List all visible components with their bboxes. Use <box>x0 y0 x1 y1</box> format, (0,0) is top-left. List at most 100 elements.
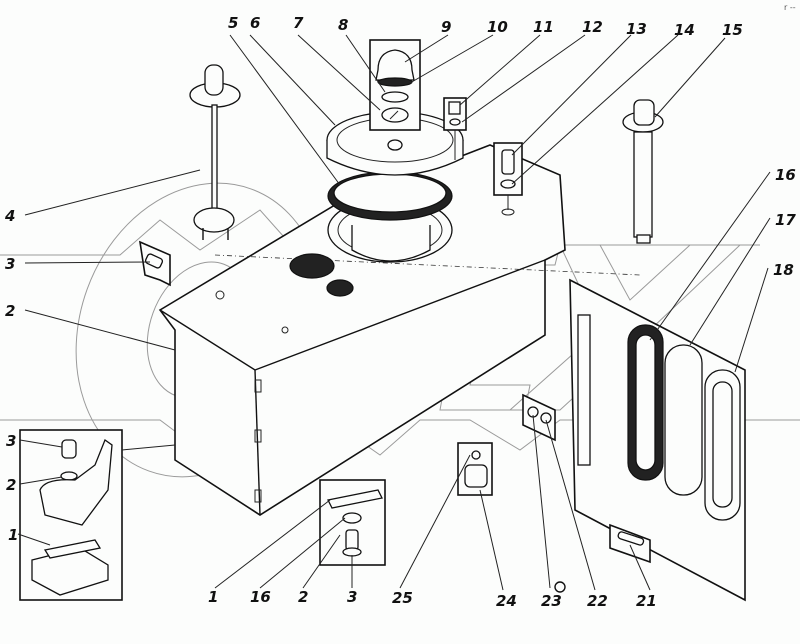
callout-2b: 2 <box>298 588 308 606</box>
leader-5 <box>24 261 151 264</box>
frame-20-inner <box>712 381 733 508</box>
leader-21 <box>629 544 651 591</box>
callout-8: 6 <box>250 14 260 32</box>
leader-15 <box>511 34 632 156</box>
callout-4: 2 <box>5 302 15 320</box>
callout-14: 12 <box>582 18 603 36</box>
leader-16b <box>259 517 346 589</box>
callout-3b: 3 <box>347 588 357 606</box>
callout-9: 7 <box>293 14 304 32</box>
tank-bracket-3 <box>254 489 262 503</box>
callout-1a: 1 <box>8 526 18 544</box>
bolt-3-a <box>61 439 77 459</box>
side-rib <box>577 314 591 466</box>
leader-2b <box>302 534 341 589</box>
breather-tube <box>622 99 664 244</box>
gasket-18-inner <box>635 334 656 471</box>
leader-lines <box>17 34 771 591</box>
bushing-24 <box>464 464 488 488</box>
callout-2a: 2 <box>6 476 16 494</box>
washer-14 <box>449 118 461 126</box>
small-ring-marker <box>554 581 566 593</box>
filler-cover-side <box>326 140 464 176</box>
plate-inset <box>609 523 651 564</box>
tank-hole-2 <box>281 326 289 334</box>
nut-22 <box>540 412 552 424</box>
callouts: 5 6 7 8 9 10 11 12 13 14 15 16 17 18 4 3… <box>4 3 796 610</box>
bracket <box>39 438 113 526</box>
bolt-3-head <box>342 547 362 557</box>
callout-25: 25 <box>392 589 413 607</box>
filler-assembly <box>326 39 464 263</box>
leader-14 <box>461 34 586 123</box>
callout-10: 8 <box>338 16 348 34</box>
bolt-inset-bottom <box>319 479 386 566</box>
gasket-ring-inner <box>333 173 447 213</box>
bolt-hole <box>501 208 515 216</box>
leader-4 <box>24 309 176 351</box>
tank-bracket <box>254 379 262 393</box>
leader-1b <box>214 499 331 589</box>
cover-19 <box>664 344 703 496</box>
cap-plate-slot <box>389 110 399 120</box>
cap-filter <box>381 91 409 103</box>
callout-21: 21 <box>636 592 657 610</box>
leader-2a <box>19 476 63 485</box>
callout-7: 5 <box>228 14 238 32</box>
cap <box>375 49 415 81</box>
callout-16b: 16 <box>250 588 271 606</box>
breather-tube-body <box>633 131 653 238</box>
leader-23 <box>532 414 551 589</box>
callout-19: 17 <box>775 211 796 229</box>
callout-16: 14 <box>674 21 695 39</box>
leader-6 <box>24 169 201 216</box>
gauge-base <box>193 207 235 233</box>
cap-seal <box>377 77 413 87</box>
callout-15: 13 <box>626 20 647 38</box>
tank-hole <box>215 290 225 300</box>
callout-1b: 1 <box>208 588 218 606</box>
gauge-head <box>204 64 224 96</box>
leader-12 <box>409 34 494 84</box>
ball-25 <box>471 450 481 460</box>
leader-3a <box>19 439 63 448</box>
drain-port <box>326 279 354 297</box>
washer-2 <box>342 512 362 524</box>
fastener-inset-frame <box>522 393 556 442</box>
breather-tip <box>636 234 651 244</box>
shim-1 <box>43 539 102 559</box>
plug-inset <box>138 240 171 287</box>
callout-6: 4 <box>4 207 15 225</box>
tank-body <box>158 144 641 516</box>
leader-13 <box>459 34 541 106</box>
leader-8 <box>249 34 336 126</box>
gauge-rod <box>211 104 218 216</box>
leader-17 <box>654 37 726 118</box>
leader-22 <box>545 419 596 591</box>
callout-18: 16 <box>775 166 796 184</box>
leader-25 <box>399 454 471 589</box>
callout-12: 10 <box>487 18 508 36</box>
washer-16 <box>500 179 516 189</box>
bolt-inset-right <box>493 142 523 216</box>
leader-16 <box>511 34 679 185</box>
filler-strainer <box>351 225 431 262</box>
cap-plate <box>381 107 409 123</box>
bolt-inset-top <box>443 97 467 160</box>
leader-24 <box>479 489 504 591</box>
callout-23: 23 <box>541 592 562 610</box>
filler-port-small <box>289 253 335 279</box>
bushing-inset <box>457 442 493 496</box>
cover-boss <box>387 139 403 151</box>
callout-11: 9 <box>441 18 451 36</box>
breather-head <box>633 99 655 126</box>
washer-2-a <box>60 471 78 481</box>
fastener-inset <box>522 393 556 442</box>
leader-9 <box>297 34 381 111</box>
leader-bracket <box>121 444 176 451</box>
inspection-panel <box>569 278 746 602</box>
bolt-13 <box>448 101 461 115</box>
leader-7 <box>229 34 341 186</box>
